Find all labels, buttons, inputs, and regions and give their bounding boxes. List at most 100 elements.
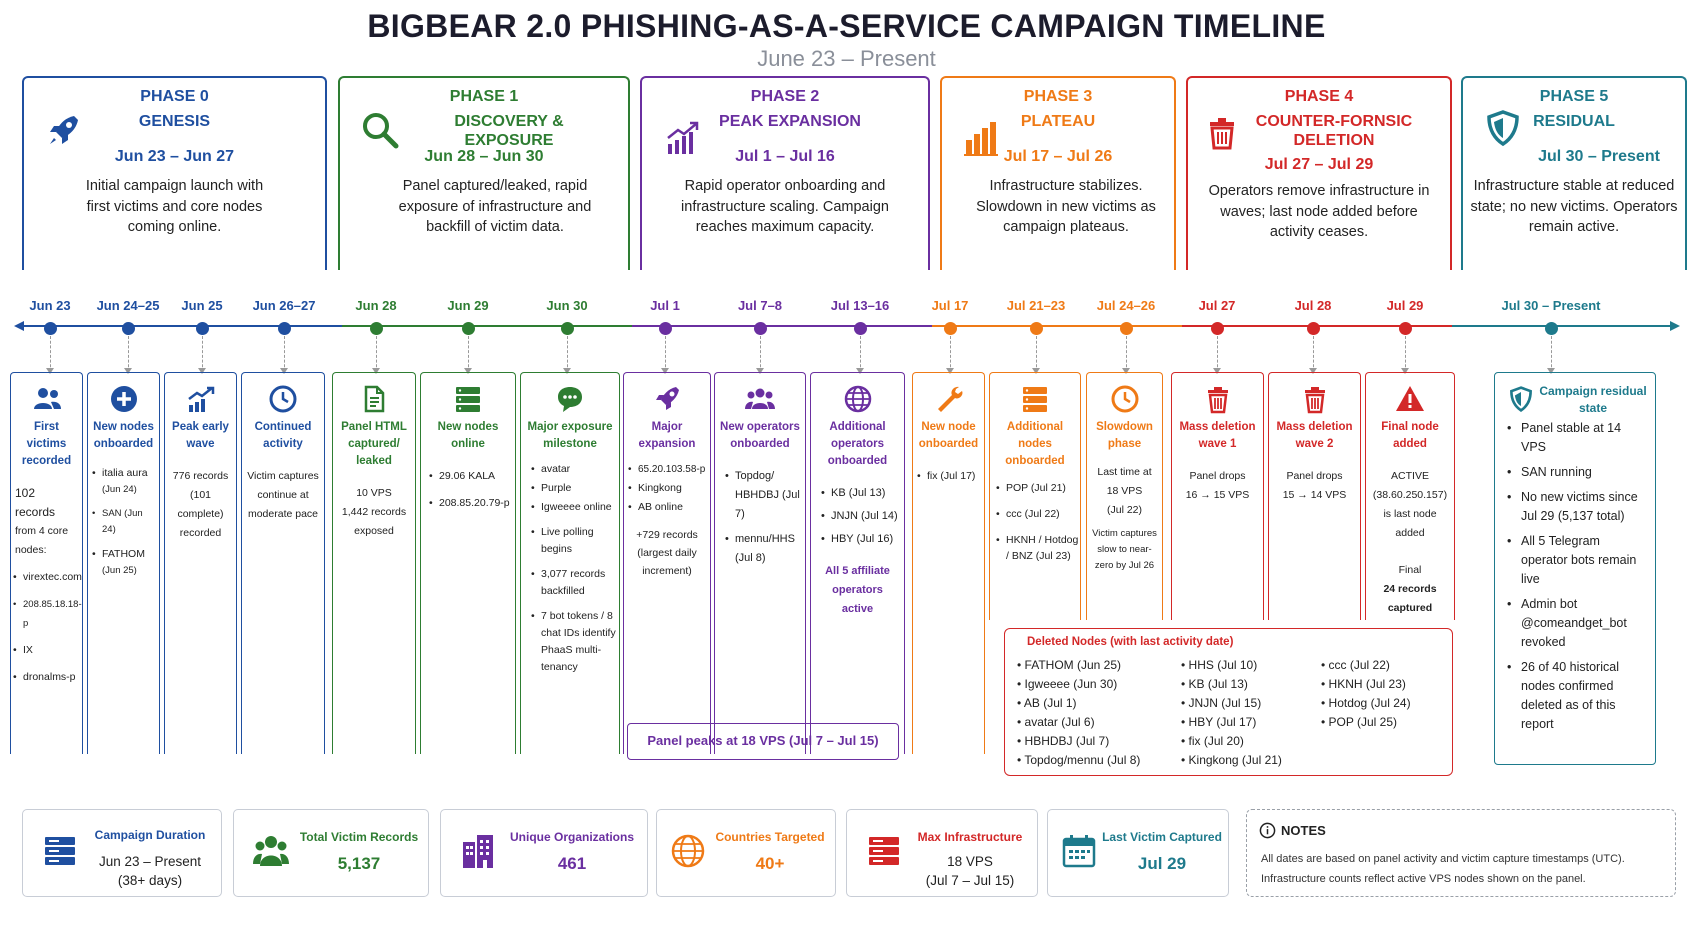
event-card-deletion-wave-2: Mass deletion wave 2 Panel drops 15 → 14… bbox=[1268, 372, 1361, 620]
list-item: dronalms-p bbox=[13, 668, 82, 687]
phase-title: COUNTER-FORNSIC DELETION bbox=[1255, 113, 1413, 149]
phase-description: Initial campaign launch with first victi… bbox=[85, 178, 264, 235]
phase-1-box: PHASE 1 DISCOVERY & EXPOSURE Jun 28 – Ju… bbox=[338, 76, 630, 270]
stat-label: Unique Organizations bbox=[509, 830, 634, 844]
info-icon bbox=[1259, 822, 1276, 839]
timeline-marker bbox=[44, 322, 57, 335]
list-item: JNJN (Jul 14) bbox=[821, 507, 904, 525]
phase-dates: Jul 17 – Jul 26 bbox=[1003, 148, 1113, 165]
notes-text: All dates are based on panel activity an… bbox=[1261, 853, 1625, 885]
phase-dates: Jul 30 – Present bbox=[1538, 148, 1660, 165]
server-icon bbox=[45, 837, 75, 865]
card-text: Last time at bbox=[1097, 466, 1152, 478]
deleted-node-item: • avatar (Jul 6) bbox=[1017, 715, 1095, 729]
timeline-connector bbox=[372, 336, 380, 374]
trash-icon bbox=[1304, 387, 1325, 414]
timeline-connector bbox=[1122, 336, 1130, 374]
timeline-date-label: Jul 29 bbox=[1386, 298, 1424, 313]
timeline-connector bbox=[1547, 336, 1555, 374]
deleted-nodes-col-2: • HHS (Jul 10)• KB (Jul 13)• JNJN (Jul 1… bbox=[1181, 656, 1282, 770]
card-text: Panel drops bbox=[1189, 470, 1246, 482]
timeline-connector bbox=[198, 336, 206, 374]
list-item: SAN (Jun 24) bbox=[92, 506, 159, 538]
timeline-connector bbox=[856, 336, 864, 374]
timeline-marker bbox=[854, 322, 867, 335]
rocket-icon bbox=[50, 116, 78, 144]
list-item: Live polling begins bbox=[531, 524, 619, 558]
timeline-date-label: Jun 24–25 bbox=[96, 298, 160, 313]
timeline-marker bbox=[561, 322, 574, 335]
list-item: POP (Jul 21) bbox=[996, 480, 1080, 496]
card-title: Major expansion bbox=[638, 421, 696, 450]
list-item: IX bbox=[13, 641, 82, 660]
server-icon bbox=[456, 387, 480, 412]
deleted-node-item: • Hotdog (Jul 24) bbox=[1321, 696, 1411, 710]
card-text: (38.60.250.157) bbox=[1372, 489, 1448, 501]
timeline-connector bbox=[280, 336, 288, 374]
list-item: 65.20.103.58-p bbox=[628, 461, 710, 478]
card-title: Slowdown phase bbox=[1096, 421, 1153, 450]
card-title: First victims recorded bbox=[21, 421, 72, 467]
phase-title: PEAK EXPANSION bbox=[719, 113, 861, 130]
phase-3-box: PHASE 3 PLATEAU Jul 17 – Jul 26 Infrastr… bbox=[940, 76, 1176, 270]
list-item: FATHOM(Jun 25) bbox=[92, 546, 159, 579]
timeline-marker bbox=[196, 322, 209, 335]
list-item: All 5 Telegram operator bots remain live bbox=[1507, 532, 1649, 589]
card-text: 15 → 14 VPS bbox=[1282, 489, 1347, 501]
timeline-connector bbox=[46, 336, 54, 374]
timeline-date-label: Jul 21–23 bbox=[1006, 298, 1066, 313]
phase-title: PLATEAU bbox=[1020, 113, 1096, 130]
clock-icon bbox=[1111, 385, 1138, 413]
timeline-date-label: Jul 27 bbox=[1198, 298, 1236, 313]
card-text: 1,442 records bbox=[341, 506, 407, 518]
card-text: 102 records bbox=[15, 486, 56, 519]
list-item: virextec.com bbox=[13, 568, 82, 587]
list-item: KB (Jul 13) bbox=[821, 484, 904, 502]
phase-number: PHASE 1 bbox=[449, 88, 519, 105]
phase-2-box: PHASE 2 PEAK EXPANSION Jul 1 – Jul 16 Ra… bbox=[640, 76, 930, 270]
timeline-date-label: Jun 30 bbox=[546, 298, 588, 313]
list-item: 208.85.18.18-p bbox=[13, 595, 82, 633]
server-icon bbox=[1023, 387, 1047, 412]
timeline-marker bbox=[122, 322, 135, 335]
card-text: added bbox=[1395, 527, 1425, 539]
card-text: moderate pace bbox=[247, 508, 319, 520]
timeline-axis bbox=[14, 321, 1680, 331]
peak-banner: Panel peaks at 18 VPS (Jul 7 – Jul 15) bbox=[627, 723, 899, 760]
card-title: New node onboarded bbox=[918, 421, 979, 450]
card-text: 24 records bbox=[1383, 583, 1437, 595]
card-text: Panel drops bbox=[1286, 470, 1343, 482]
shield-icon bbox=[1510, 386, 1532, 412]
phase-description: Infrastructure stabilizes. Slowdown in n… bbox=[976, 178, 1156, 235]
page-title: BIGBEAR 2.0 PHISHING-AS-A-SERVICE CAMPAI… bbox=[367, 8, 1326, 44]
timeline-marker bbox=[278, 322, 291, 335]
users-group-icon bbox=[745, 388, 775, 409]
card-text: (largest daily bbox=[637, 547, 697, 559]
phase-4-box: PHASE 4 COUNTER-FORNSIC DELETION Jul 27 … bbox=[1186, 76, 1452, 270]
card-text: 776 records bbox=[172, 470, 229, 482]
timeline-marker bbox=[659, 322, 672, 335]
list-item: 208.85.20.79-p bbox=[429, 494, 515, 513]
notes-title: NOTES bbox=[1281, 823, 1326, 838]
event-card-continued-activity: Continued activity Victim captures conti… bbox=[241, 372, 325, 754]
list-item: 26 of 40 historical nodes confirmed dele… bbox=[1507, 658, 1649, 734]
growth-chart-icon bbox=[667, 121, 699, 154]
event-card-peak-early: Peak early wave 776 records (101 complet… bbox=[164, 372, 237, 754]
timeline-connector bbox=[1213, 336, 1221, 374]
event-card-major-expansion: Major expansion 65.20.103.58-p Kingkong … bbox=[623, 372, 711, 754]
timeline-marker bbox=[1211, 322, 1224, 335]
trash-icon bbox=[1207, 387, 1228, 414]
timeline-marker bbox=[462, 322, 475, 335]
list-item: Panel stable at 14 VPS bbox=[1507, 419, 1649, 457]
timeline-date-label: Jul 17 bbox=[931, 298, 969, 313]
card-title: Continued activity bbox=[254, 421, 312, 450]
list-item: No new victims since Jul 29 (5,137 total… bbox=[1507, 488, 1649, 526]
card-text: (Jul 22) bbox=[1106, 504, 1142, 516]
stat-max-infrastructure: Max Infrastructure 18 VPS (Jul 7 – Jul 1… bbox=[846, 809, 1038, 897]
card-text: nodes: bbox=[15, 544, 47, 556]
list-item: HKNH / Hotdog / BNZ (Jul 23) bbox=[996, 532, 1080, 564]
phase-number: PHASE 0 bbox=[140, 88, 209, 105]
stat-label: Countries Targeted bbox=[715, 830, 825, 844]
deleted-nodes-title: Deleted Nodes (with last activity date) bbox=[1027, 636, 1234, 648]
event-card-final-node: Final node added ACTIVE (38.60.250.157) … bbox=[1365, 372, 1455, 620]
